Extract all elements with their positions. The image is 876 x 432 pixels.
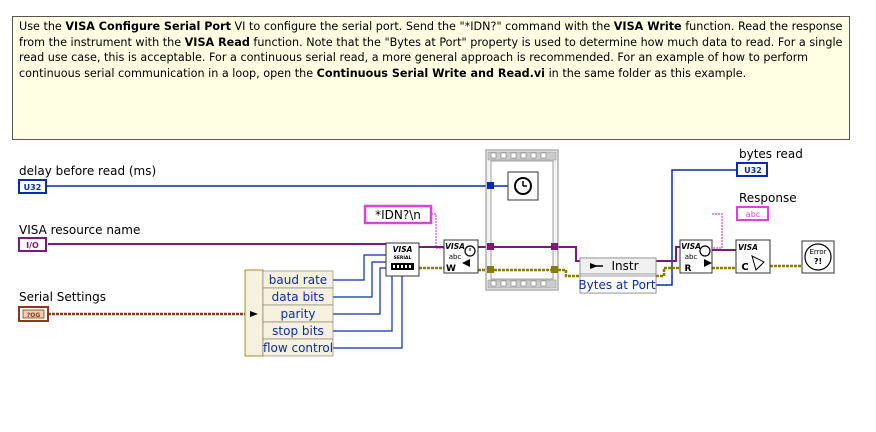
idn-constant[interactable]: *IDN?\n: [363, 204, 433, 225]
unbundle-element: baud rate: [269, 273, 327, 287]
settings-terminal-type: ?OG: [27, 312, 41, 319]
simple-error-handler[interactable]: Error ?!: [801, 240, 835, 274]
svg-text:VISA: VISA: [445, 242, 465, 251]
idn-constant-text: *IDN?\n: [375, 208, 421, 222]
settings-terminal[interactable]: ?OG: [18, 306, 49, 322]
unbundle-by-name[interactable]: baud rate data bits parity stop bits flo…: [244, 269, 334, 357]
unbundle-wires: [333, 254, 403, 349]
close-door-icon: [751, 255, 765, 271]
delay-terminal[interactable]: U32: [18, 179, 47, 194]
svg-text:Error: Error: [809, 248, 826, 256]
wait-ms-function[interactable]: [507, 171, 539, 201]
visa-read[interactable]: VISA abc R: [679, 239, 713, 274]
settings-label: Serial Settings: [19, 290, 106, 304]
svg-text:VISA: VISA: [681, 242, 701, 251]
resource-label: VISA resource name: [19, 223, 141, 237]
svg-text:VISA: VISA: [738, 243, 758, 252]
read-arrow-icon: [704, 259, 712, 267]
read-clock-icon: [699, 245, 711, 257]
resource-terminal[interactable]: I/O: [18, 237, 47, 252]
svg-text:?!: ?!: [814, 257, 822, 266]
unbundle-element: parity: [280, 307, 315, 321]
svg-text:abc: abc: [685, 253, 698, 261]
property-node-arrow-icon: [590, 263, 598, 269]
delay-label: delay before read (ms): [19, 164, 157, 178]
unbundle-element: data bits: [272, 290, 325, 304]
error-bubble-icon: [804, 243, 832, 271]
unbundle-element: stop bits: [272, 324, 324, 338]
svg-text:abc: abc: [449, 253, 462, 261]
flat-sequence-frame[interactable]: [485, 149, 559, 291]
visa-write[interactable]: VISA abc W: [443, 239, 479, 274]
visa-configure-serial-port[interactable]: VISA SERIAL: [385, 242, 420, 277]
svg-text:VISA: VISA: [393, 245, 413, 254]
property-node-class: Instr: [611, 259, 638, 273]
delay-terminal-type: U32: [24, 183, 42, 192]
write-arrow-icon: [462, 259, 470, 267]
svg-text:W: W: [446, 264, 456, 274]
block-diagram-comment: Use the VISA Configure Serial Port VI to…: [12, 16, 850, 140]
bytes-read-label: bytes read: [739, 147, 803, 161]
svg-text:SERIAL: SERIAL: [394, 255, 412, 261]
svg-text:C: C: [741, 262, 748, 273]
bytes-read-wire: [656, 169, 737, 286]
response-type: abc: [746, 210, 760, 219]
response-indicator[interactable]: abc: [736, 206, 769, 221]
bytes-read-indicator[interactable]: U32: [736, 162, 768, 177]
bytes-read-type: U32: [744, 166, 762, 175]
property-node[interactable]: Instr Bytes at Port: [578, 257, 657, 294]
visa-close[interactable]: VISA C: [735, 239, 771, 274]
unbundle-element: flow control: [263, 341, 333, 355]
property-node-property: Bytes at Port: [578, 278, 655, 292]
svg-text:R: R: [685, 264, 692, 274]
resource-terminal-type: I/O: [26, 241, 39, 250]
response-label: Response: [739, 191, 797, 205]
